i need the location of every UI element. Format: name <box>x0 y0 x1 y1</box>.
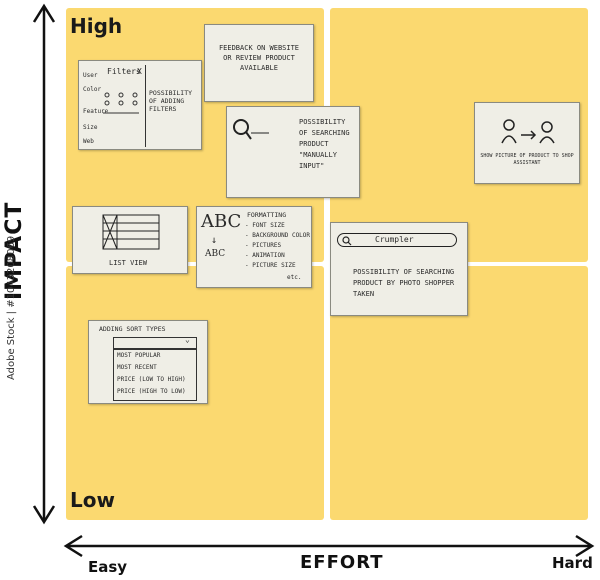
note-formatting: ABC ↓ ABC Formatting - Font size - Backg… <box>196 206 312 288</box>
high-label: High <box>70 14 123 38</box>
sort-title: Adding sort types <box>99 325 166 333</box>
x-axis-label: EFFORT <box>300 552 384 573</box>
filters-row-5: Web <box>83 138 94 145</box>
crumpler-search-bar <box>337 233 457 247</box>
magnifier-icon <box>233 119 269 140</box>
sort-option-2: Most recent <box>117 364 157 371</box>
filters-panel-outline <box>81 65 146 147</box>
note-filters: Filters X User Color Feature Size Web Po… <box>78 60 202 150</box>
sort-option-1: Most popular <box>117 352 161 359</box>
formatting-item-2: - Background color <box>245 232 311 239</box>
x-axis-start-label: Easy <box>88 558 128 576</box>
formatting-etc: etc. <box>287 274 302 281</box>
watermark-text: Adobe Stock | #1043208069 <box>6 235 17 380</box>
list-view-label: List view <box>109 259 147 267</box>
filters-title: Filters <box>107 67 141 76</box>
sort-options-box <box>113 349 197 401</box>
note-search: Possibility of searching product "Manual… <box>226 106 360 198</box>
formatting-abc-large: ABC <box>201 211 242 232</box>
shop-assistant-icon <box>501 119 555 144</box>
filters-row-4: Size <box>83 124 98 131</box>
list-view-icon <box>102 214 160 250</box>
filters-row-3: Feature <box>83 108 109 115</box>
filters-side-text: Possibility of adding filters <box>149 89 193 113</box>
sort-option-4: Price (high to low) <box>117 388 186 395</box>
chevron-down-icon: ⌄ <box>185 335 190 344</box>
note-feedback: Feedback on website or review product av… <box>204 24 314 102</box>
formatting-item-5: - Picture size <box>245 262 296 269</box>
crumpler-search-icon <box>342 236 352 246</box>
feedback-text: Feedback on website or review product av… <box>218 44 300 72</box>
filters-row-1: User <box>83 72 98 79</box>
x-axis-end-label: Hard <box>552 554 593 572</box>
shop-assistant-text: Show picture of product to shop assistan… <box>480 153 574 166</box>
formatting-title: Formatting <box>247 211 287 219</box>
note-list-view: List view <box>72 206 188 274</box>
note-sort-types: Adding sort types ⌄ Most popular Most re… <box>88 320 208 404</box>
filters-close-icon: X <box>137 67 142 76</box>
filters-slider-icons <box>103 92 139 114</box>
filters-row-2: Color <box>83 86 102 93</box>
low-label: Low <box>70 488 115 512</box>
formatting-abc-small: ABC <box>205 249 226 259</box>
crumpler-text: Possibility of searching product by phot… <box>353 268 455 298</box>
formatting-item-4: - Animation <box>245 252 285 259</box>
sort-dropdown <box>113 337 197 349</box>
note-shop-assistant: Show picture of product to shop assistan… <box>474 102 580 184</box>
note-crumpler: Crumpler Possibility of searching produc… <box>330 222 468 316</box>
formatting-item-1: - Font size <box>245 222 285 229</box>
formatting-item-3: - Pictures <box>245 242 282 249</box>
sort-option-3: Price (low to high) <box>117 376 186 383</box>
search-text: Possibility of searching product "Manual… <box>299 118 350 170</box>
crumpler-title: Crumpler <box>375 235 414 244</box>
formatting-arrow-icon: ↓ <box>211 235 218 246</box>
